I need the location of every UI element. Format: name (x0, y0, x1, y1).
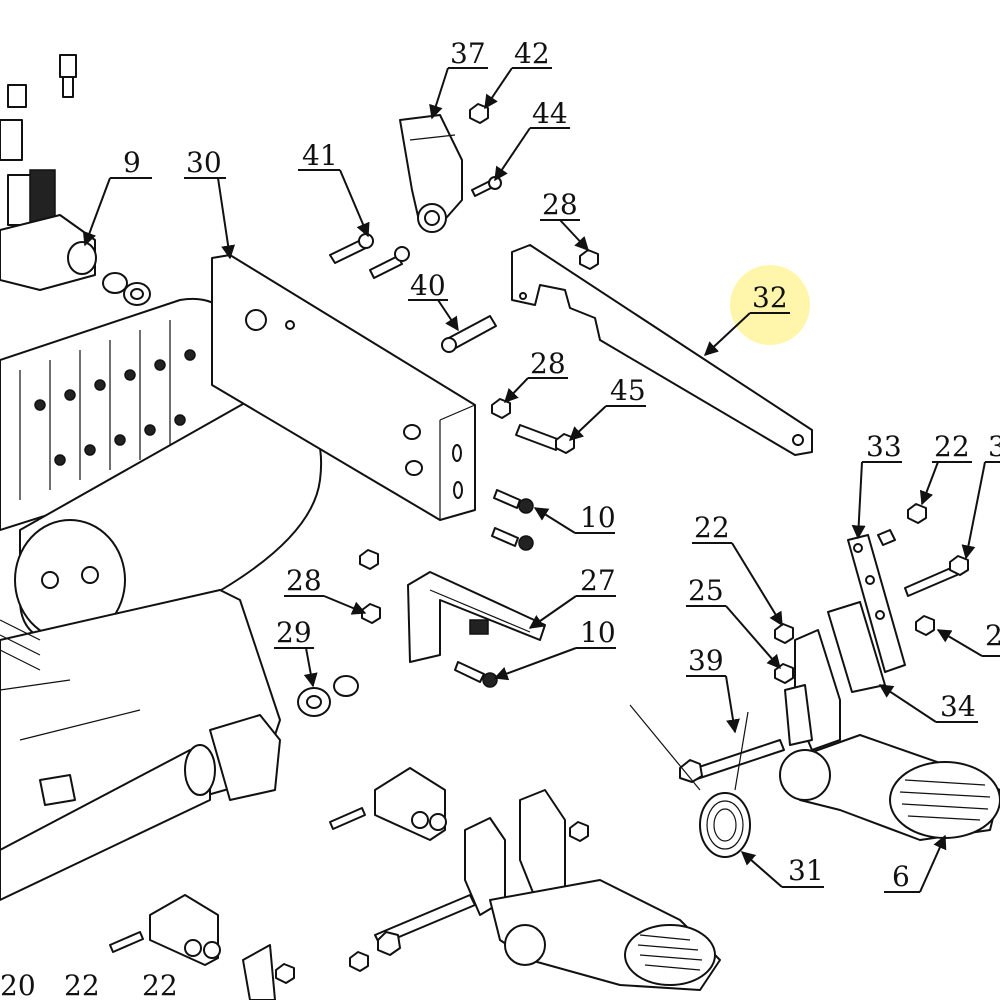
svg-text:32: 32 (752, 281, 788, 314)
svg-text:41: 41 (302, 139, 338, 172)
callout-22-bottom-b: 22 (142, 969, 178, 1000)
svg-text:30: 30 (186, 146, 222, 179)
svg-text:25: 25 (688, 574, 724, 607)
svg-text:22: 22 (142, 969, 178, 1000)
callout-40: 40 (408, 269, 459, 332)
svg-text:31: 31 (788, 854, 824, 887)
svg-text:45: 45 (610, 374, 646, 407)
callout-30: 30 (184, 146, 236, 260)
callout-44: 44 (494, 97, 570, 182)
washers-nuts (297, 549, 381, 717)
callout-37: 37 (429, 37, 488, 120)
svg-text:3: 3 (988, 430, 1000, 463)
svg-text:39: 39 (688, 644, 724, 677)
callout-22-bottom-a: 22 (64, 969, 100, 1000)
valve-assembly-9 (0, 54, 151, 306)
svg-text:33: 33 (866, 430, 902, 463)
pedal-assembly-lower (275, 789, 721, 991)
callout-28-mid: 28 (504, 347, 568, 404)
callout-20-bottom: 20 (0, 969, 36, 1000)
callout-39: 39 (686, 644, 740, 734)
svg-text:10: 10 (580, 616, 616, 649)
callout-28-lower: 28 (284, 564, 367, 615)
callout-28-top: 28 (540, 188, 589, 252)
callout-42: 42 (484, 37, 552, 110)
svg-text:27: 27 (580, 564, 616, 597)
callout-10-upper: 10 (533, 501, 616, 534)
callout-10-lower: 10 (493, 616, 616, 681)
base-frame (0, 589, 281, 901)
bracket-27 (407, 571, 546, 663)
fasteners-top (329, 103, 599, 454)
callout-32: 32 (703, 281, 790, 356)
svg-text:28: 28 (286, 564, 322, 597)
hinge-parts (109, 767, 447, 1000)
callout-27: 27 (528, 564, 616, 629)
lever-bracket-32 (511, 244, 813, 456)
svg-text:6: 6 (892, 860, 910, 893)
svg-text:29: 29 (276, 616, 312, 649)
svg-text:9: 9 (123, 146, 141, 179)
svg-text:22: 22 (694, 511, 730, 544)
callout-25: 25 (686, 574, 781, 670)
pedal-assembly-right (629, 503, 1000, 858)
callout-2-edge: 2 (936, 619, 1000, 657)
motor-assembly (0, 297, 323, 646)
svg-text:10: 10 (580, 501, 616, 534)
callout-31: 31 (740, 851, 824, 888)
svg-text:20: 20 (0, 969, 36, 1000)
svg-text:44: 44 (532, 97, 568, 130)
callout-34: 34 (878, 684, 978, 723)
callout-29: 29 (274, 616, 318, 688)
callout-45: 45 (568, 374, 646, 441)
svg-text:28: 28 (542, 188, 578, 221)
callout-6: 6 (884, 834, 947, 893)
callout-22-mid: 22 (692, 511, 783, 627)
svg-text:37: 37 (450, 37, 486, 70)
callout-41: 41 (298, 139, 370, 238)
bracket-37 (399, 114, 463, 233)
bolts-10 (454, 489, 534, 688)
svg-text:22: 22 (64, 969, 100, 1000)
highlight-circle (730, 265, 810, 345)
callout-33: 33 (851, 430, 902, 540)
svg-text:28: 28 (530, 347, 566, 380)
mounting-plate-30 (211, 254, 476, 521)
svg-text:42: 42 (514, 37, 550, 70)
callout-9: 9 (82, 146, 152, 247)
callout-3-edge: 3 (961, 430, 1000, 560)
svg-text:22: 22 (934, 430, 970, 463)
svg-text:34: 34 (940, 690, 976, 723)
svg-text:2: 2 (985, 619, 1000, 652)
callout-22-right: 22 (919, 430, 972, 506)
svg-text:40: 40 (410, 269, 446, 302)
